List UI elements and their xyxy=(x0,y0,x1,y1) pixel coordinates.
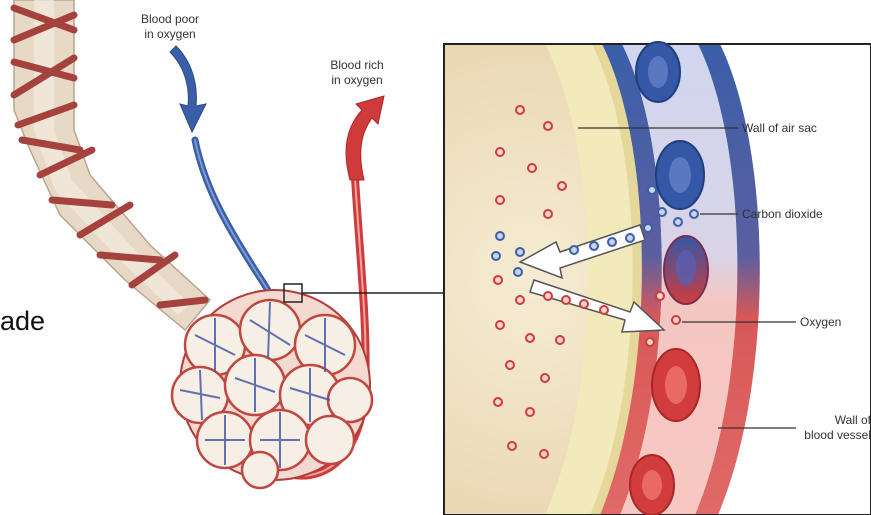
blood-rich-arrow-icon xyxy=(346,96,384,180)
label-blood-poor-line1: Blood poor xyxy=(115,12,225,27)
label-blood-poor-line2: in oxygen xyxy=(115,27,225,42)
label-carbon-dioxide: Carbon dioxide xyxy=(742,207,823,222)
bronchus-tube xyxy=(14,0,210,330)
label-oxygen: Oxygen xyxy=(800,315,841,330)
label-blood-rich: Blood rich in oxygen xyxy=(302,58,412,88)
label-wall-of-air-sac: Wall of air sac xyxy=(742,121,817,136)
label-wall-of-blood-vessel-line1: Wall of xyxy=(751,413,871,428)
label-blood-poor: Blood poor in oxygen xyxy=(115,12,225,42)
label-wall-of-blood-vessel: Wall of blood vessel xyxy=(751,413,871,443)
blood-poor-arrow-icon xyxy=(170,46,206,132)
cropped-side-text: ade xyxy=(0,305,45,337)
label-blood-rich-line2: in oxygen xyxy=(302,73,412,88)
label-wall-of-blood-vessel-line2: blood vessel xyxy=(751,428,871,443)
label-blood-rich-line1: Blood rich xyxy=(302,58,412,73)
alveoli-cluster xyxy=(172,290,372,488)
